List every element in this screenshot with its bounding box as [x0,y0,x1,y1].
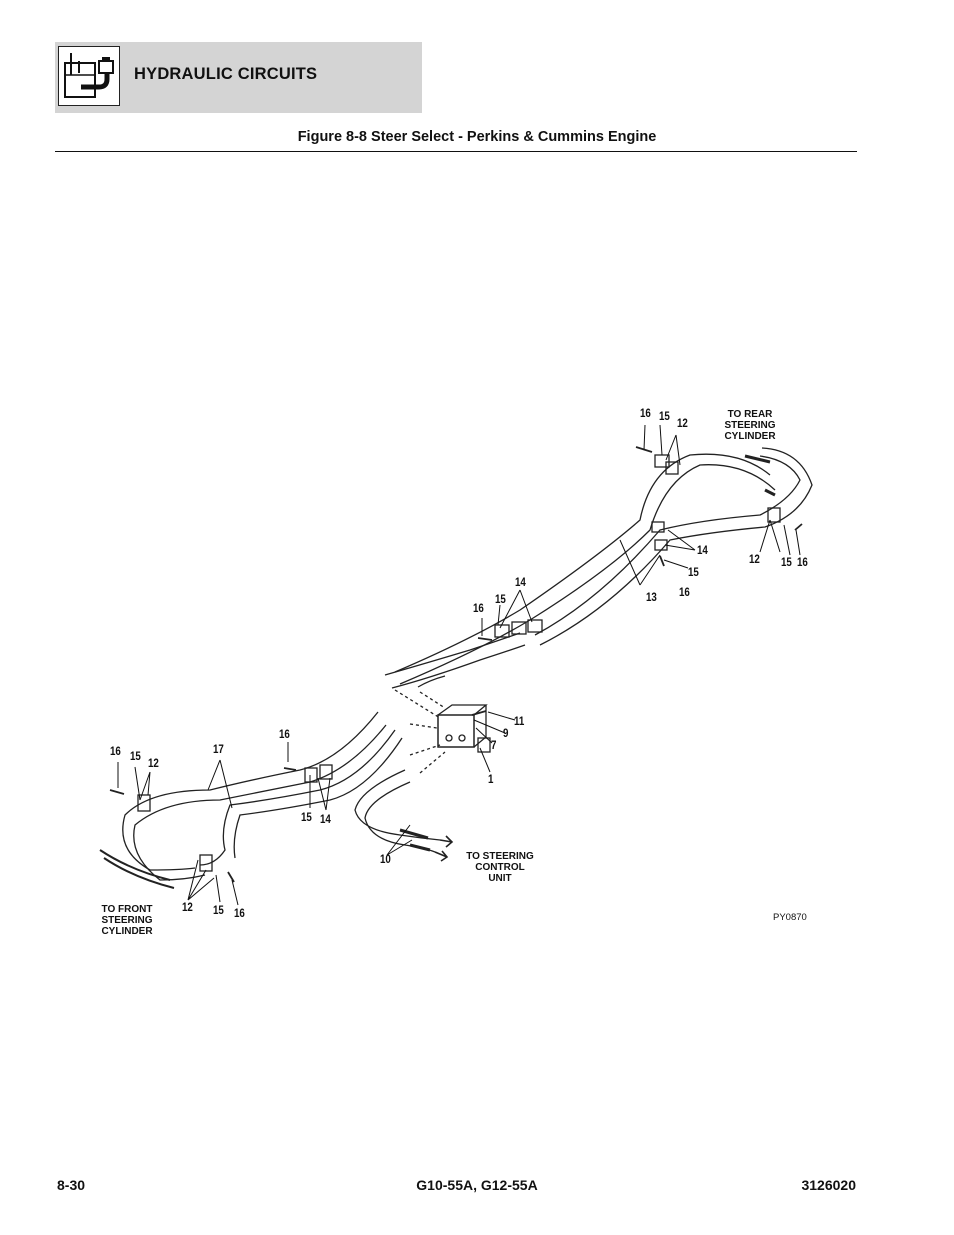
callout-12-bottom: 12 [182,902,193,914]
callout-11: 11 [514,716,525,728]
page-number: 8-30 [57,1177,86,1193]
callout-16-rear: 16 [640,408,651,420]
drawing-code: PY0870 [773,912,807,923]
callout-16-right: 16 [797,557,808,569]
callout-16-mid: 16 [679,587,690,599]
callout-12-right: 12 [749,554,760,566]
callout-17: 17 [213,744,224,756]
callout-12-front: 12 [148,758,159,770]
callout-14-center: 14 [515,577,526,589]
callout-9: 9 [503,728,509,740]
model-number: G10-55A, G12-55A [416,1177,538,1193]
callout-15-bottom: 15 [213,905,224,917]
callout-12-rear: 12 [677,418,688,430]
callout-7: 7 [491,740,497,752]
callout-16-center: 16 [473,603,484,615]
callout-15-right: 15 [781,557,792,569]
callout-15-lower: 15 [301,812,312,824]
header-rule [55,151,857,152]
callout-1: 1 [488,774,494,786]
callout-13: 13 [646,592,657,604]
figure-title: Figure 8-8 Steer Select - Perkins & Cumm… [297,129,657,145]
callout-14-lower: 14 [320,814,331,826]
callout-10: 10 [380,854,391,866]
callout-14-mid: 14 [697,545,708,557]
callout-15-center: 15 [495,594,506,606]
callout-15-rear: 15 [659,411,670,423]
callout-16-valve: 16 [279,729,290,741]
document-number: 3126020 [801,1177,856,1193]
callout-16-bottom: 16 [234,908,245,920]
section-title: HYDRAULIC CIRCUITS [134,65,318,83]
callout-15-mid: 15 [688,567,699,579]
callout-16-front: 16 [110,746,121,758]
hydraulic-reservoir-icon [58,46,120,106]
callout-15-front: 15 [130,751,141,763]
